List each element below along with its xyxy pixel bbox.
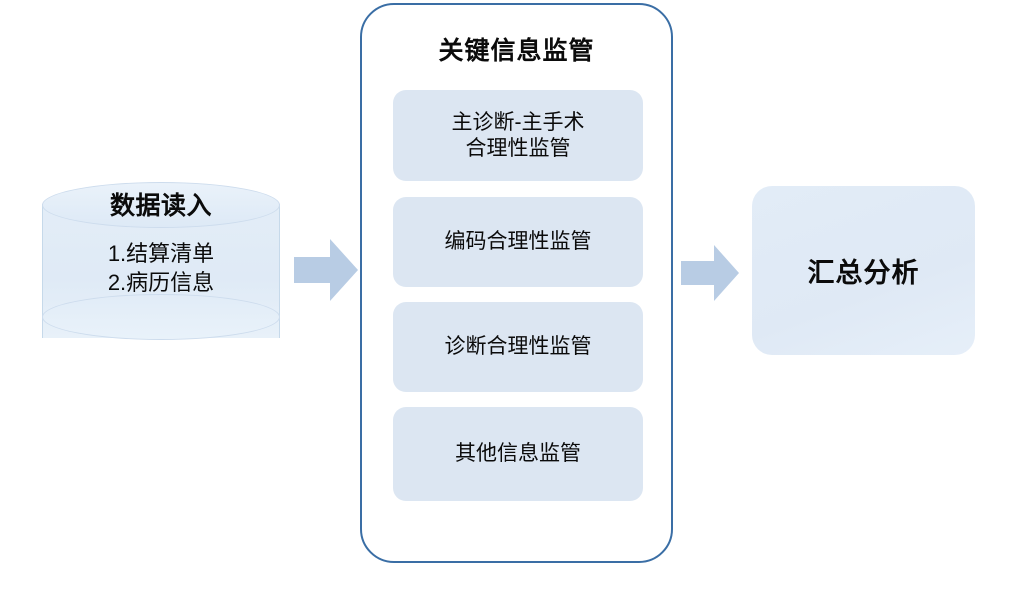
data-source-item-1: 1.结算清单 — [107, 241, 215, 266]
panel-item-label: 诊断合理性监管 — [444, 335, 592, 359]
panel-item-primary-diagnosis-surgery[interactable]: 主诊断-主手术 合理性监管 — [393, 90, 643, 181]
summary-analysis-label: 汇总分析 — [807, 258, 920, 288]
cylinder-text-group: 数据读入 1.结算清单 2.病历信息 — [42, 182, 280, 360]
panel-item-diagnosis-rationality[interactable]: 诊断合理性监管 — [393, 302, 643, 392]
summary-analysis-box[interactable]: 汇总分析 — [752, 186, 975, 355]
panel-item-coding-rationality[interactable]: 编码合理性监管 — [393, 197, 643, 287]
panel-item-label-line1: 主诊断-主手术 — [451, 110, 585, 134]
panel-item-label: 编码合理性监管 — [444, 230, 592, 254]
panel-item-list: 主诊断-主手术 合理性监管 编码合理性监管 诊断合理性监管 其他信息监管 — [393, 90, 643, 501]
cylinder-top-ellipse — [42, 182, 280, 228]
data-source-cylinder: 数据读入 1.结算清单 2.病历信息 — [42, 182, 280, 360]
panel-item-label-line2: 合理性监管 — [465, 136, 571, 160]
cylinder-bottom-ellipse — [42, 294, 280, 340]
data-source-title: 数据读入 — [109, 192, 212, 220]
data-source-item-2: 2.病历信息 — [107, 269, 215, 295]
arrow-source-to-panel — [294, 239, 358, 301]
panel-item-label: 其他信息监管 — [455, 442, 581, 466]
data-source-items: 1.结算清单 2.病历信息 — [108, 240, 214, 297]
arrow-panel-to-summary — [681, 245, 739, 301]
arrow-right-icon — [681, 245, 739, 301]
panel-title: 关键信息监管 — [438, 37, 595, 65]
panel-item-other-information[interactable]: 其他信息监管 — [393, 407, 643, 501]
panel-item-label-multiline: 主诊断-主手术 合理性监管 — [452, 110, 585, 161]
arrow-right-icon — [294, 239, 358, 301]
key-information-monitoring-panel: 关键信息监管 主诊断-主手术 合理性监管 编码合理性监管 诊断合理性监管 其他信… — [360, 3, 673, 563]
